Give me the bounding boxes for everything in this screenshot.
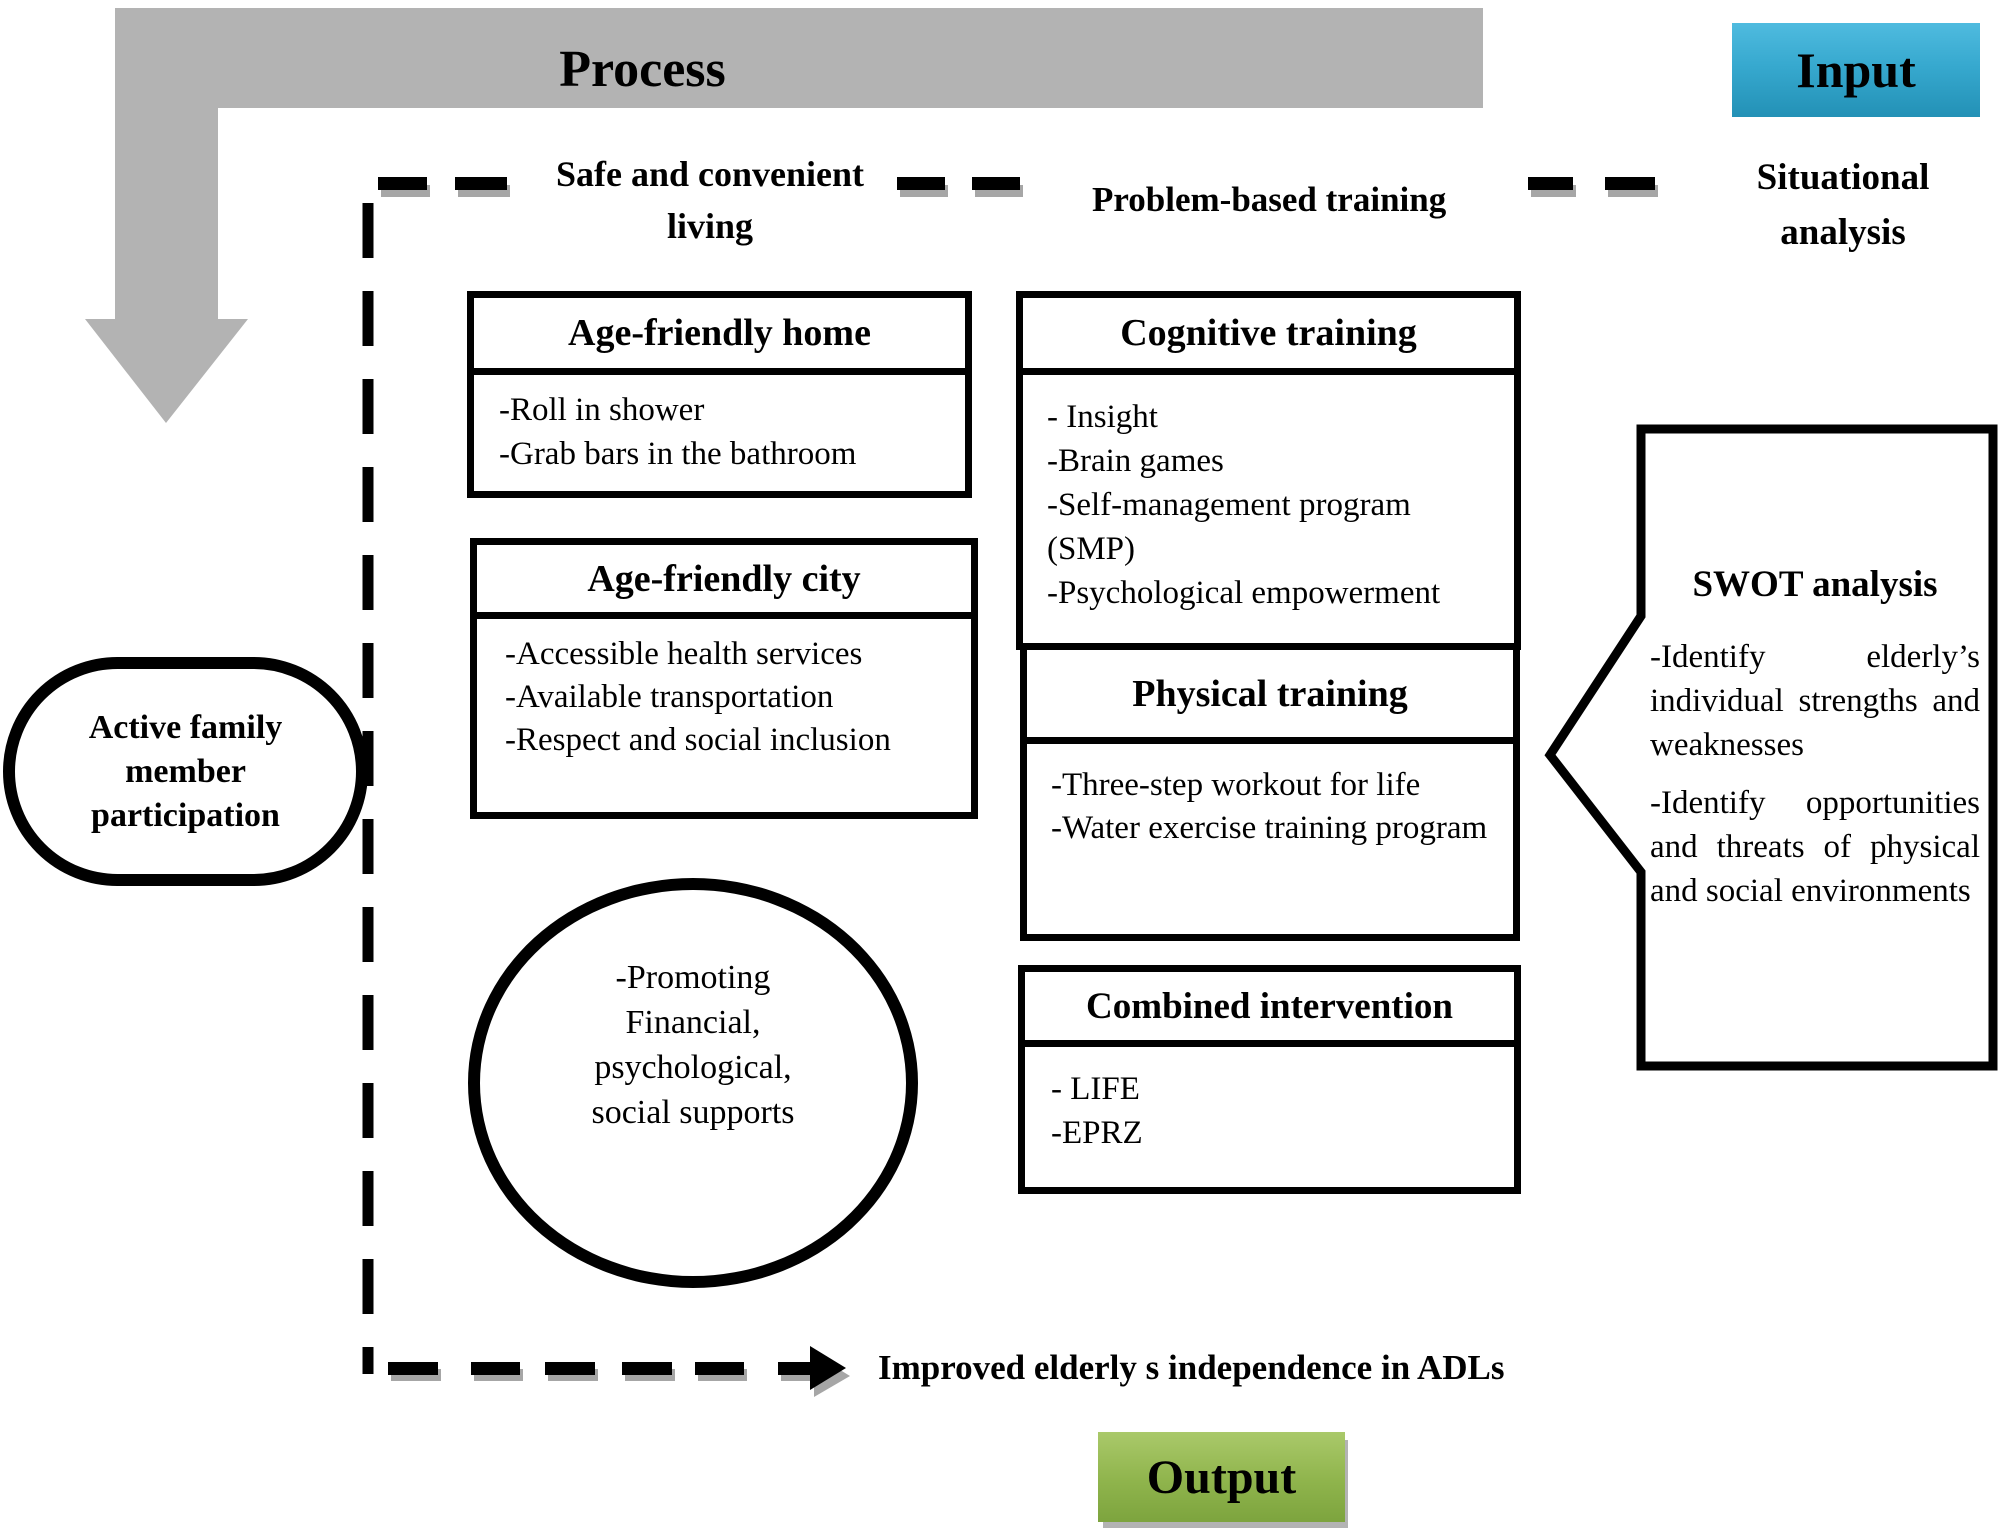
- list-item: -Three-step workout for life: [1051, 767, 1421, 803]
- list-item: -Brain games: [1047, 443, 1224, 479]
- circle-line3: psychological,: [594, 1049, 792, 1086]
- problem-based-training-label: Problem-based training: [1092, 180, 1447, 219]
- process-arrow-shape: [85, 8, 1483, 423]
- list-item: -Grab bars in the bathroom: [499, 436, 857, 472]
- age-friendly-home-box: Age-friendly home -Roll in shower -Grab …: [467, 291, 972, 498]
- output-label: Output: [1146, 1450, 1297, 1504]
- list-item: - LIFE: [1051, 1071, 1140, 1107]
- age-friendly-city-body: -Accessible health services -Available t…: [477, 619, 971, 762]
- input-box: Input: [1732, 23, 1980, 117]
- age-friendly-city-title: Age-friendly city: [477, 545, 971, 619]
- age-friendly-city-box: Age-friendly city -Accessible health ser…: [470, 538, 978, 819]
- list-item: -Identify opportunities and threats of p…: [1650, 785, 1980, 909]
- safe-living-label: Safe and convenient living: [520, 148, 900, 252]
- situational-line2: analysis: [1780, 212, 1906, 253]
- swot-analysis-body: -Identify elderly’s individual strengths…: [1650, 635, 1980, 913]
- top-dashed-line: [378, 177, 1655, 190]
- age-friendly-home-body: -Roll in shower -Grab bars in the bathro…: [474, 375, 965, 476]
- swot-analysis-box: SWOT analysis -Identify elderly’s indivi…: [1650, 429, 1980, 913]
- output-box: Output: [1098, 1432, 1345, 1522]
- list-item: -EPRZ: [1051, 1115, 1143, 1151]
- cognitive-training-box: Cognitive training - Insight -Brain game…: [1016, 291, 1521, 650]
- cognitive-training-body: - Insight -Brain games -Self-management …: [1023, 375, 1514, 615]
- physical-training-title: Physical training: [1027, 650, 1513, 744]
- improved-independence-caption: Improved elderly s independence in ADLs: [878, 1348, 1505, 1387]
- list-item: -Respect and social inclusion: [505, 722, 891, 758]
- combined-intervention-title: Combined intervention: [1025, 972, 1514, 1047]
- combined-intervention-body: - LIFE -EPRZ: [1025, 1047, 1514, 1155]
- list-item: -Self-management program (SMP): [1047, 487, 1411, 567]
- bottom-dashed-line-shadow: [391, 1354, 850, 1397]
- list-item: -Water exercise training program: [1051, 810, 1488, 846]
- circle-line2: Financial,: [625, 1004, 761, 1041]
- swot-box-outline: [1544, 424, 1998, 1071]
- cognitive-training-title: Cognitive training: [1023, 298, 1514, 375]
- arrowhead-icon: [810, 1346, 846, 1390]
- combined-intervention-box: Combined intervention - LIFE -EPRZ: [1018, 965, 1521, 1194]
- physical-training-body: -Three-step workout for life -Water exer…: [1027, 744, 1513, 850]
- ellipse-line2: member: [125, 752, 246, 790]
- age-friendly-home-title: Age-friendly home: [474, 298, 965, 375]
- list-item: -Identify elderly’s individual strengths…: [1650, 639, 1980, 763]
- situational-analysis-label: Situational analysis: [1743, 150, 1943, 260]
- situational-line1: Situational: [1756, 157, 1930, 198]
- ellipse-line1: Active family: [88, 708, 283, 746]
- active-family-ellipse: Active family member participation: [3, 657, 368, 886]
- list-item: -Roll in shower: [499, 392, 705, 428]
- list-item: -Available transportation: [505, 679, 834, 715]
- list-item: -Psychological empowerment: [1047, 575, 1441, 611]
- swot-analysis-title: SWOT analysis: [1692, 564, 1938, 605]
- physical-training-box: Physical training -Three-step workout fo…: [1020, 643, 1520, 941]
- process-banner-label: Process: [559, 41, 726, 98]
- circle-line4: social supports: [591, 1094, 795, 1131]
- list-item: - Insight: [1047, 399, 1158, 435]
- safe-living-line2: living: [666, 206, 754, 246]
- list-item: -Accessible health services: [505, 636, 863, 672]
- input-label: Input: [1796, 42, 1916, 98]
- bottom-dashed-arrow: [388, 1346, 846, 1390]
- promoting-supports-circle: -Promoting Financial, psychological, soc…: [468, 878, 918, 1288]
- safe-living-line1: Safe and convenient: [555, 154, 865, 194]
- circle-line1: -Promoting: [615, 959, 771, 996]
- ellipse-line3: participation: [91, 796, 280, 834]
